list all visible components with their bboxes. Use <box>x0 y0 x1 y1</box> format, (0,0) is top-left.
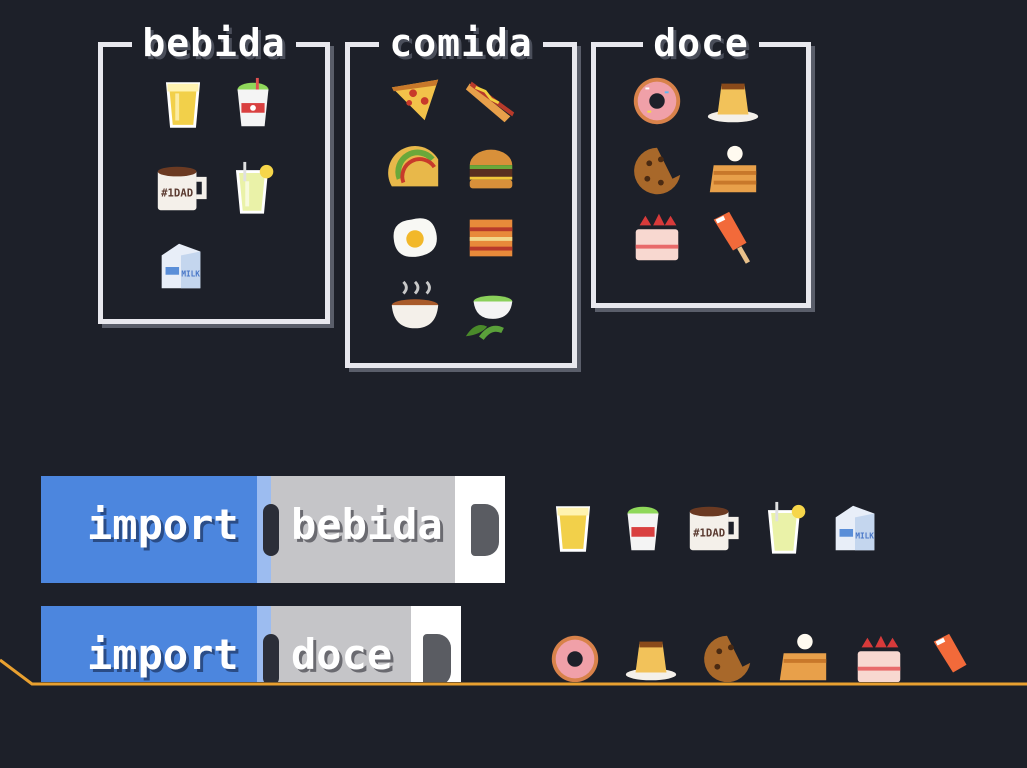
bebida-box-title: bebida <box>132 21 296 65</box>
mug-text: #1DAD <box>693 527 725 540</box>
import-keyword: import <box>87 500 239 549</box>
output-strawberry-cake-icon <box>850 630 908 688</box>
soup-bowl-icon[interactable] <box>386 278 444 336</box>
pizza-slice-icon[interactable] <box>386 70 444 128</box>
cookie-icon[interactable] <box>628 142 686 200</box>
lemonade-icon[interactable] <box>224 160 282 218</box>
edamame-bowl-icon[interactable] <box>462 286 520 344</box>
donut-icon[interactable] <box>628 72 686 130</box>
code-row-import-bebida[interactable]: import bebida <box>41 476 511 583</box>
output-milk-carton-icon: MILK <box>826 500 884 558</box>
doce-box: doce <box>591 21 811 308</box>
flan-icon[interactable] <box>704 72 762 130</box>
output-apple-pie-icon <box>774 630 832 688</box>
output-cookie-icon <box>698 630 756 688</box>
soda-cup-icon[interactable] <box>224 76 282 134</box>
hotdog-icon[interactable] <box>462 70 520 128</box>
strawberry-cake-icon[interactable] <box>628 208 686 266</box>
import-keyword: import <box>87 630 239 679</box>
output-donut-icon <box>546 630 604 688</box>
module-block-bebida[interactable]: bebida <box>263 476 455 583</box>
output-coffee-mug-icon: #1DAD <box>684 500 742 558</box>
output-orange-juice-icon <box>544 500 602 558</box>
milk-carton-icon[interactable]: MILK <box>152 238 210 296</box>
ground-area <box>0 682 1027 768</box>
module-label: doce <box>291 630 393 679</box>
output-soda-cup-icon <box>614 500 672 558</box>
bebida-box: bebida <box>98 21 330 324</box>
output-lemonade-icon <box>756 500 814 558</box>
popsicle-icon[interactable] <box>704 208 762 266</box>
taco-icon[interactable] <box>386 140 444 198</box>
lasagna-icon[interactable] <box>462 208 520 266</box>
output-popsicle-icon <box>924 630 982 688</box>
milk-text: MILK <box>181 270 200 279</box>
ground-line <box>0 658 1027 686</box>
module-label: bebida <box>291 500 443 549</box>
fried-egg-icon[interactable] <box>386 208 444 266</box>
import-block[interactable]: import <box>41 476 271 583</box>
milk-text: MILK <box>855 532 874 541</box>
orange-juice-icon[interactable] <box>154 76 212 134</box>
block-connector <box>455 476 505 583</box>
output-flan-icon <box>622 630 680 688</box>
mug-text: #1DAD <box>161 187 193 200</box>
coffee-mug-icon[interactable]: #1DAD <box>152 160 210 218</box>
burger-icon[interactable] <box>462 140 520 198</box>
apple-pie-icon[interactable] <box>704 142 762 200</box>
comida-box-title: comida <box>379 21 543 65</box>
doce-box-title: doce <box>643 21 759 65</box>
comida-box: comida <box>345 21 577 368</box>
